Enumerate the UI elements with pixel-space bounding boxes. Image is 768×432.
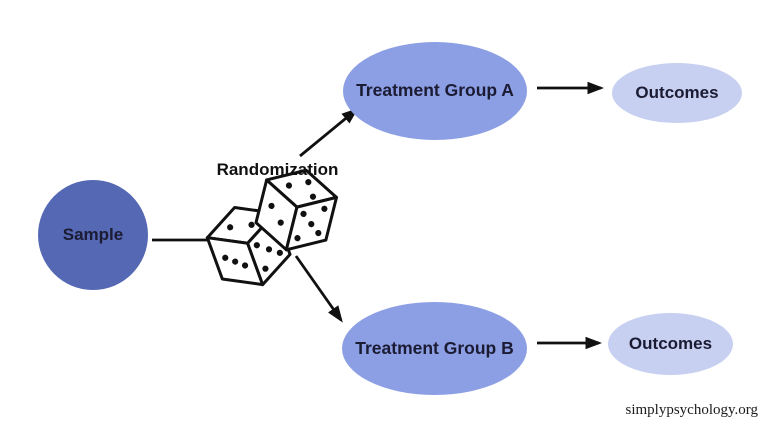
outcomes-b-node: Outcomes bbox=[608, 313, 733, 375]
dice-icon bbox=[205, 168, 338, 287]
treatment-group-a-node: Treatment Group A bbox=[343, 42, 527, 140]
arrow-randomization-to-treatment-a bbox=[299, 108, 359, 158]
treatment-group-b-label: Treatment Group B bbox=[355, 337, 514, 358]
treatment-group-a-label: Treatment Group A bbox=[356, 80, 514, 101]
randomization-label: Randomization bbox=[216, 160, 339, 179]
watermark: simplypsychology.org bbox=[625, 402, 758, 418]
arrow-randomization-to-treatment-b bbox=[294, 255, 343, 323]
outcomes-b-label: Outcomes bbox=[628, 333, 713, 353]
outcomes-a-label: Outcomes bbox=[635, 82, 719, 102]
sample-label: Sample bbox=[62, 224, 124, 244]
sample-node: Sample bbox=[38, 180, 148, 290]
treatment-group-b-node: Treatment Group B bbox=[342, 302, 527, 395]
outcomes-a-node: Outcomes bbox=[612, 63, 742, 123]
